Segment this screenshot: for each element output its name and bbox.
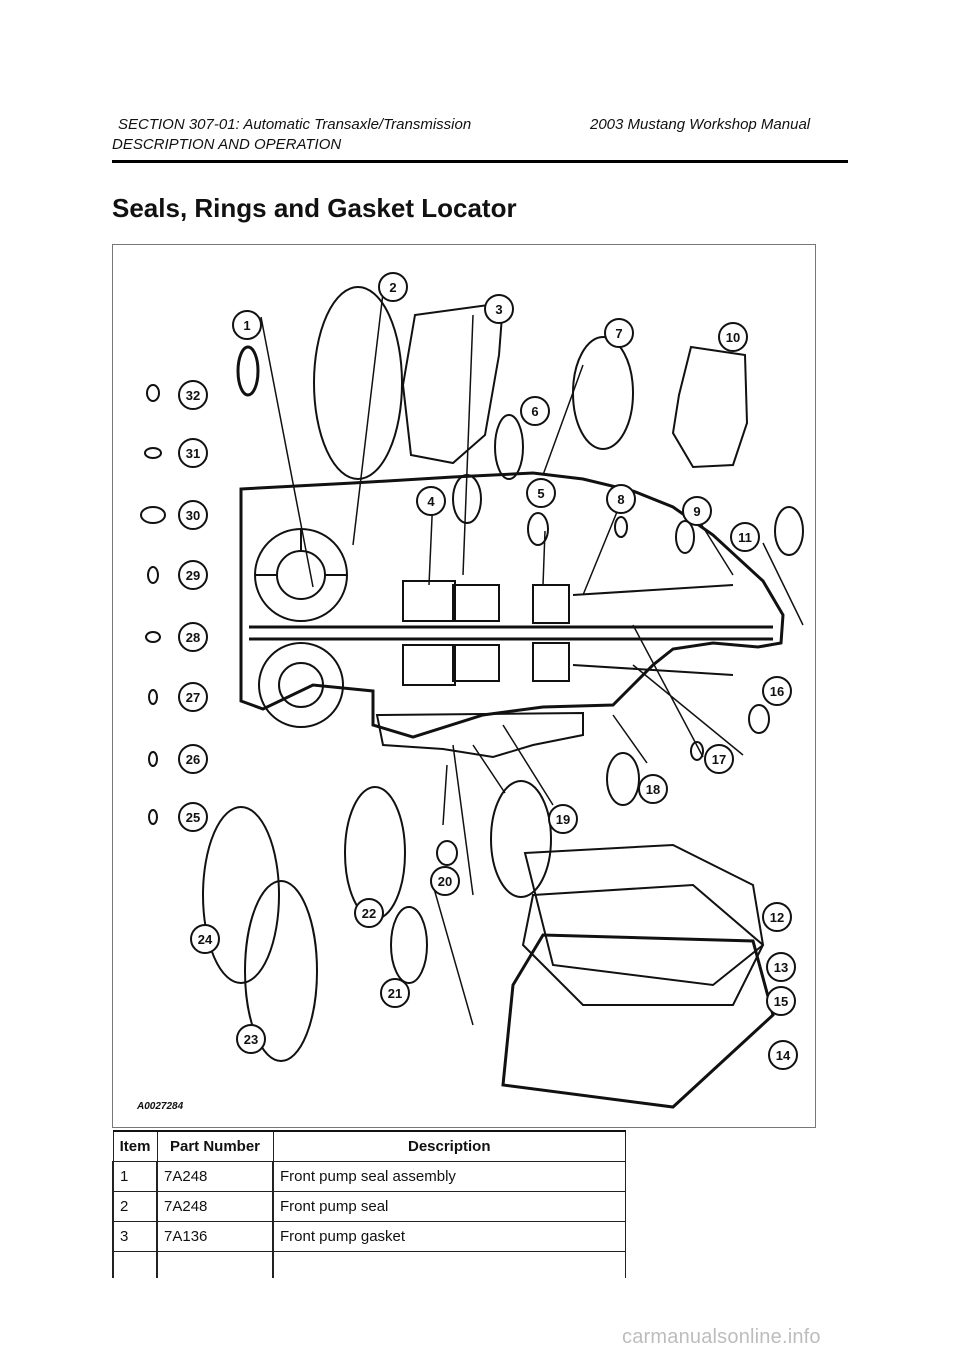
part-number-cell: 7A248 bbox=[156, 1191, 274, 1222]
callout-label: 3 bbox=[495, 302, 502, 317]
callout-4 bbox=[416, 486, 446, 516]
callout-18 bbox=[638, 774, 668, 804]
table-header-row: Item Part Number Description bbox=[112, 1130, 626, 1162]
watermark: carmanualsonline.info bbox=[622, 1326, 821, 1348]
callout-31 bbox=[178, 438, 208, 468]
callout-label: 19 bbox=[556, 812, 570, 827]
callout-label: 9 bbox=[693, 504, 700, 519]
callout-26 bbox=[178, 744, 208, 774]
item-cell: 3 bbox=[112, 1221, 158, 1252]
transmission-exploded-diagram: 1 2 3 4 5 6 7 8 9 10 11 12 13 14 15 16 1… bbox=[112, 244, 816, 1128]
callout-label: 14 bbox=[776, 1048, 791, 1063]
callout-11 bbox=[730, 522, 760, 552]
callout-30 bbox=[178, 500, 208, 530]
callout-17 bbox=[704, 744, 734, 774]
item-cell: 1 bbox=[112, 1161, 158, 1192]
callout-label: 4 bbox=[427, 494, 435, 509]
callout-23 bbox=[236, 1024, 266, 1054]
callout-6 bbox=[520, 396, 550, 426]
callout-label: 25 bbox=[186, 810, 200, 825]
callout-9 bbox=[682, 496, 712, 526]
figure-id: A0027284 bbox=[137, 1101, 184, 1112]
callout-3 bbox=[484, 294, 514, 324]
callout-24 bbox=[190, 924, 220, 954]
column-header-item: Item bbox=[112, 1130, 158, 1162]
callout-label: 10 bbox=[726, 330, 740, 345]
callout-13 bbox=[766, 952, 796, 982]
callout-label: 5 bbox=[537, 486, 544, 501]
callout-7 bbox=[604, 318, 634, 348]
callout-label: 27 bbox=[186, 690, 200, 705]
callout-27 bbox=[178, 682, 208, 712]
callout-16 bbox=[762, 676, 792, 706]
header-subsection: DESCRIPTION AND OPERATION bbox=[112, 136, 342, 153]
callout-label: 17 bbox=[712, 752, 726, 767]
callout-label: 6 bbox=[531, 404, 538, 419]
callout-label: 26 bbox=[186, 752, 200, 767]
callout-8 bbox=[606, 484, 636, 514]
callout-label: 22 bbox=[362, 906, 376, 921]
callout-20 bbox=[430, 866, 460, 896]
callout-label: 13 bbox=[774, 960, 788, 975]
callout-label: 21 bbox=[388, 986, 402, 1001]
callout-label: 11 bbox=[738, 530, 752, 545]
callout-label: 16 bbox=[770, 684, 784, 699]
callout-label: 24 bbox=[198, 932, 213, 947]
part-number-cell: 7A248 bbox=[156, 1161, 274, 1192]
description-cell: Front pump seal bbox=[272, 1191, 626, 1222]
callout-label: 28 bbox=[186, 630, 200, 645]
description-cell: Front pump gasket bbox=[272, 1221, 626, 1252]
column-header-part-number: Part Number bbox=[156, 1130, 274, 1162]
callout-label: 30 bbox=[186, 508, 200, 523]
callout-label: 7 bbox=[615, 326, 622, 341]
callout-label: 8 bbox=[617, 492, 624, 507]
callout-5 bbox=[526, 478, 556, 508]
page-title: Seals, Rings and Gasket Locator bbox=[112, 193, 517, 223]
table-row: 3 7A136 Front pump gasket bbox=[112, 1221, 626, 1252]
table-row: 1 7A248 Front pump seal assembly bbox=[112, 1161, 626, 1192]
column-header-description: Description bbox=[272, 1130, 626, 1162]
description-cell: Front pump seal assembly bbox=[272, 1161, 626, 1192]
header-section: SECTION 307-01: Automatic Transaxle/Tran… bbox=[118, 116, 472, 133]
item-cell: 2 bbox=[112, 1191, 158, 1222]
callout-25 bbox=[178, 802, 208, 832]
table-row-continued bbox=[112, 1251, 626, 1278]
part-number-cell: 7A136 bbox=[156, 1221, 274, 1252]
callout-22 bbox=[354, 898, 384, 928]
callout-10 bbox=[718, 322, 748, 352]
callout-label: 12 bbox=[770, 910, 784, 925]
callout-14 bbox=[768, 1040, 798, 1070]
callout-21 bbox=[380, 978, 410, 1008]
header-divider bbox=[112, 160, 848, 163]
table-row: 2 7A248 Front pump seal bbox=[112, 1191, 626, 1222]
diagram-drawing: 1 2 3 4 5 6 7 8 9 10 11 12 13 14 15 16 1… bbox=[140, 272, 804, 1109]
callout-12 bbox=[762, 902, 792, 932]
callout-19 bbox=[548, 804, 578, 834]
callout-label: 23 bbox=[244, 1032, 258, 1047]
callout-label: 15 bbox=[774, 994, 788, 1009]
callout-28 bbox=[178, 622, 208, 652]
callout-label: 18 bbox=[646, 782, 660, 797]
callout-label: 2 bbox=[389, 280, 396, 295]
callout-2 bbox=[378, 272, 408, 302]
callout-label: 20 bbox=[438, 874, 452, 889]
callout-label: 32 bbox=[186, 388, 200, 403]
parts-table: Item Part Number Description 1 7A248 Fro… bbox=[112, 1130, 626, 1278]
callout-15 bbox=[766, 986, 796, 1016]
callout-1 bbox=[232, 310, 262, 340]
callout-label: 1 bbox=[243, 318, 250, 333]
header-manual-title: 2003 Mustang Workshop Manual bbox=[590, 116, 811, 133]
callout-29 bbox=[178, 560, 208, 590]
callout-label: 29 bbox=[186, 568, 200, 583]
callout-label: 31 bbox=[186, 446, 200, 461]
callout-32 bbox=[178, 380, 208, 410]
